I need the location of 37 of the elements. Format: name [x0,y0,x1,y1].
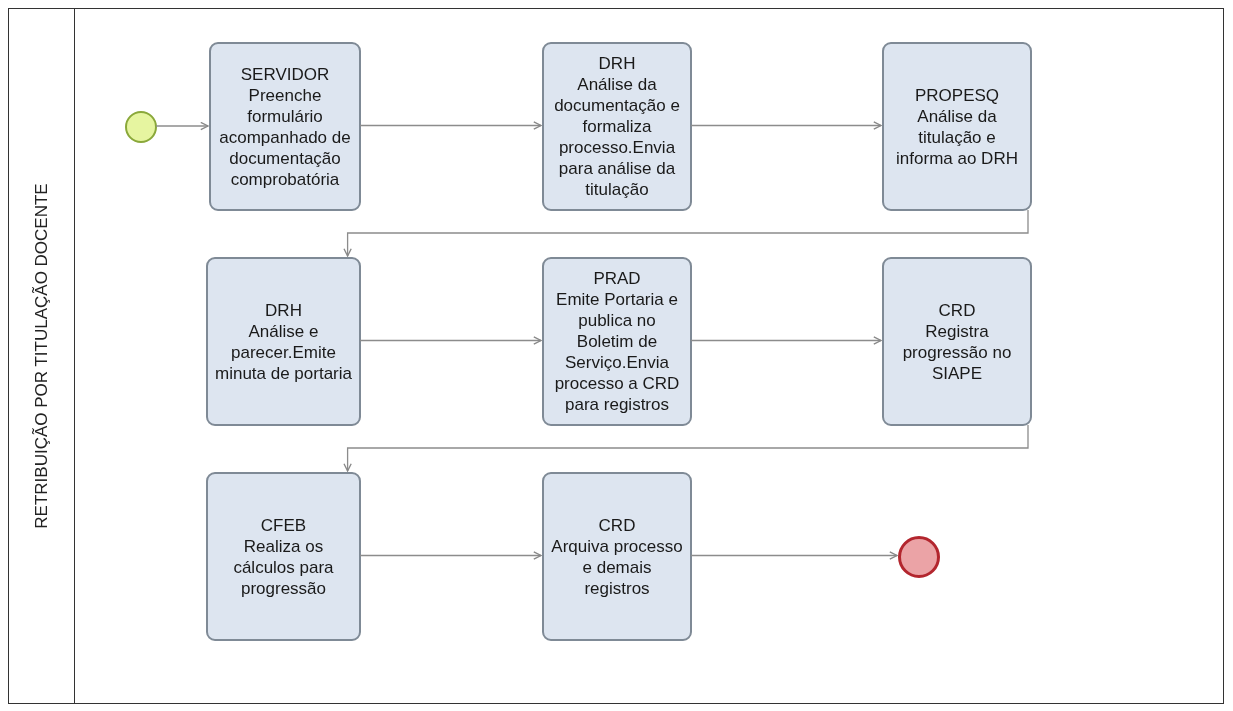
task-description: Preenche formulário acompanhado de documentação comprobatória [218,84,352,190]
sequence-arrow [359,121,542,130]
task-heading: CFEB [260,514,307,536]
end-event-circle [898,536,940,578]
task-box [542,472,692,641]
sequence-arrow [359,336,542,345]
task-heading: DRH [598,53,636,74]
task-box [206,472,361,641]
task-description: Análise da documentação e formaliza processo.Envia para análise da titulação [553,74,681,200]
task-heading: CRD [938,299,976,321]
task-heading: PROPESQ [914,84,1000,106]
task-description: Emite Portaria e publica no Boletim de Serviço.Envia processo a CRD para registros [553,289,681,415]
task-description: Análise da titulação e informa ao DRH [895,105,1019,169]
sequence-arrow [343,209,1029,257]
task-box [882,257,1032,426]
task-box [542,257,692,426]
task-box [206,257,361,426]
start-event-circle [125,111,157,143]
sequence-arrow [343,424,1029,472]
task-heading: SERVIDOR [240,63,330,85]
task-heading: DRH [265,299,302,321]
task-box [542,42,692,211]
task-heading: PRAD [593,268,641,289]
sequence-arrow [155,121,209,131]
task-description: Arquiva processo e demais registros [550,535,684,599]
swimlane [8,8,1224,704]
task-description: Realiza os cálculos para progressão [232,535,335,599]
task-heading: CRD [598,514,636,536]
sequence-arrow [690,336,882,345]
task-box [882,42,1032,211]
sequence-arrow [359,551,542,560]
lane-title: RETRIBUIÇÃO POR TITULAÇÃO DOCENTE [31,183,52,529]
task-description: Registra progressão no SIAPE [901,320,1013,384]
sequence-arrow [690,121,882,130]
task-box [209,42,361,211]
sequence-arrow [690,551,898,560]
task-description: Análise e parecer.Emite minuta de portaria [214,320,353,384]
